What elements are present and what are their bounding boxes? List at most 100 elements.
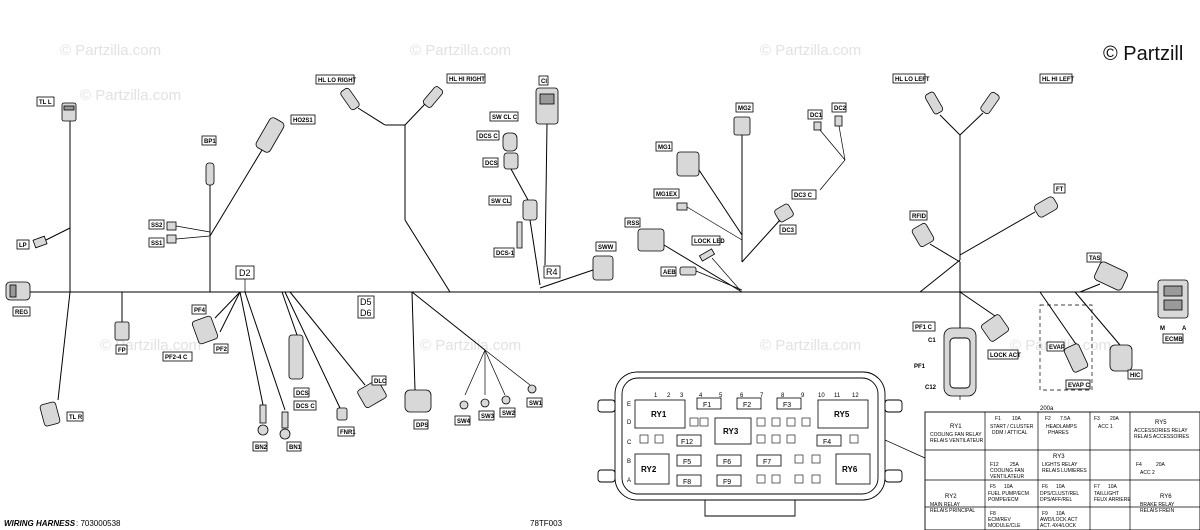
svg-text:F12: F12 [990,462,999,468]
fuse-f9: F9 [716,474,742,487]
svg-text:BN1: BN1 [289,445,302,451]
svg-text:AWD/LOCK ACT: AWD/LOCK ACT [1040,517,1078,523]
svg-text:RY3: RY3 [723,427,739,436]
svg-text:PHARES: PHARES [1048,430,1069,436]
svg-text:F4: F4 [1136,462,1142,468]
fuse-f12: F12 [676,434,702,447]
fuse-f8: F8 [676,474,702,487]
harness-part-number: : 703000538 [76,519,121,528]
svg-text:F8: F8 [990,511,996,517]
branch-headlight-right [385,124,451,293]
svg-text:LOCK LED: LOCK LED [694,239,725,245]
svg-text:RY1: RY1 [950,424,962,430]
svg-text:F8: F8 [683,479,691,486]
svg-text:FUEL PUMP/ECM: FUEL PUMP/ECM [988,491,1029,497]
connector-ci: CI [535,75,559,266]
svg-text:RY6: RY6 [842,465,858,474]
svg-text:VENTILATEUR: VENTILATEUR [990,474,1024,480]
svg-text:PF4: PF4 [194,308,206,314]
svg-text:F9: F9 [723,479,731,486]
watermark-text: © Partzilla.com [80,87,181,104]
watermark-text: © Partzilla.com [760,42,861,59]
branch-switches [411,291,531,396]
connector-tl-r: TL R [39,291,84,427]
svg-text:LP: LP [19,243,27,249]
svg-text:F3: F3 [783,402,791,409]
svg-text:RELAIS VENTILATEUR: RELAIS VENTILATEUR [930,438,984,444]
connector-rss: RSS [624,217,743,293]
connector-lock-act: LOCK ACT [959,291,1021,360]
svg-text:9: 9 [801,393,805,399]
svg-text:ACC 2: ACC 2 [1140,470,1155,476]
connector-reg: REG [5,281,31,317]
svg-text:HL HI RIGHT: HL HI RIGHT [449,77,485,83]
svg-text:F7: F7 [763,459,771,466]
connector-fp: FP [114,292,130,355]
connector-dc3-c: DC3 C [741,189,817,263]
svg-text:DCS: DCS [296,391,309,397]
connector-lp: LP [16,227,71,250]
connector-hl-lo-left: HL LO LEFT [892,73,944,115]
connector-rfid: RFID [909,210,961,263]
svg-text:POMPE/ECM: POMPE/ECM [988,497,1019,503]
svg-text:FNR1: FNR1 [340,430,356,436]
figure-code: 78TF003 [530,519,563,528]
connector-ho2s1: HO2S1 [209,114,316,237]
svg-text:HL LO LEFT: HL LO LEFT [895,77,930,83]
relay-ry6: RY6 [835,453,871,485]
svg-text:F5: F5 [990,484,996,490]
watermark-text: © Partzilla.com [420,337,521,354]
svg-text:EVAP C: EVAP C [1068,383,1090,389]
fuse-f4: F4 [816,434,842,447]
svg-text:RFID: RFID [912,214,927,220]
connector-ecmb: M A ECMB [1157,279,1189,344]
connector-pf2: PF2 [213,291,241,354]
fuse-f5: F5 [676,454,702,467]
svg-text:ACCESSORIES RELAY: ACCESSORIES RELAY [1134,428,1188,434]
watermark-text: © Partzilla.com [410,42,511,59]
svg-text:HL LO RIGHT: HL LO RIGHT [318,78,357,84]
watermark-text: © Partzilla.com [60,42,161,59]
svg-text:10A: 10A [1108,484,1118,490]
connector-sw1: SW1 [526,384,543,408]
svg-text:7: 7 [760,393,764,399]
svg-text:TAILLIGHT: TAILLIGHT [1094,491,1119,497]
svg-text:F5: F5 [683,459,691,466]
svg-text:10A: 10A [1056,484,1066,490]
svg-text:SWW: SWW [598,245,614,251]
fuse-f7: F7 [756,454,782,467]
svg-text:F9: F9 [1042,511,1048,517]
svg-text:PF1: PF1 [914,364,926,370]
svg-text:DPS/CLUST/REL: DPS/CLUST/REL [1040,491,1079,497]
svg-text:REG: REG [15,310,28,316]
svg-text:DCS C: DCS C [296,404,315,410]
svg-text:FP: FP [118,348,126,354]
r4-marker: R4 [546,267,558,277]
svg-text:MG1EX: MG1EX [656,192,677,198]
svg-text:RELAIS LUMIERES: RELAIS LUMIERES [1042,468,1087,474]
svg-text:F7: F7 [1094,484,1100,490]
connector-mg2: MG2 [733,102,754,262]
d6-marker: D6 [360,308,372,318]
svg-text:RY5: RY5 [1155,420,1167,426]
fuse-box: 1 2 3 4 5 6 7 8 9 10 11 12 E D C B A RY1… [597,371,903,517]
svg-text:F1: F1 [703,402,711,409]
svg-text:BN2: BN2 [255,445,268,451]
fuse-f2: F2 [736,397,762,410]
svg-text:LIGHTS RELAY: LIGHTS RELAY [1042,462,1078,468]
d5-marker: D5 [360,297,372,307]
connector-dcs1: DCS-1 [493,221,523,258]
svg-text:10A: 10A [1012,416,1022,422]
svg-text:HIC: HIC [1130,373,1141,379]
svg-text:D: D [627,420,632,426]
svg-text:F1: F1 [995,416,1001,422]
fuse-table: 200a RY1 COOLING FAN RELAY RELAIS VENTIL… [924,406,1200,530]
connector-sw2: SW2 [499,395,516,418]
svg-text:M: M [1160,326,1165,332]
svg-text:ECM/REV: ECM/REV [988,517,1011,523]
connector-mg1ex: MG1EX [653,188,743,241]
connector-sw-cl: SW CL [488,195,541,286]
connector-bn2: BN2 [239,291,269,452]
connector-dc2: DC2 [819,102,847,191]
